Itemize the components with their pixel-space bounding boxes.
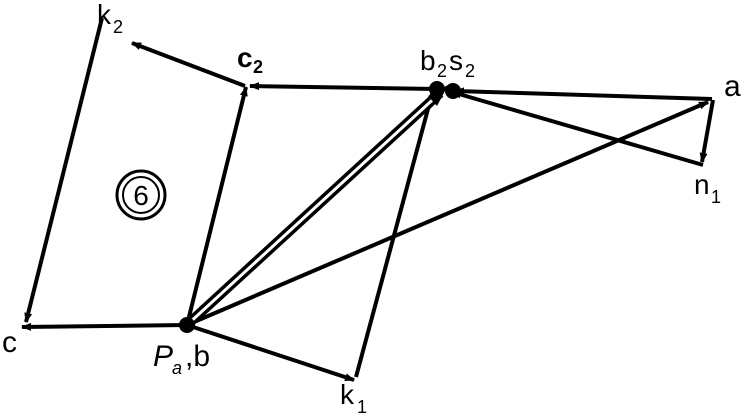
vector-c2-to-k2 (131, 41, 246, 88)
label-a: a (724, 70, 741, 103)
point-s2 (445, 83, 461, 99)
circled-number-badge: 6 (115, 169, 167, 221)
vector-pa-to-c (21, 322, 188, 331)
label-c2-sub: 2 (253, 57, 263, 77)
label-k1-sub: 1 (357, 397, 367, 416)
label-k2-sub: 2 (113, 17, 123, 37)
label-b2-sub: 2 (437, 61, 447, 81)
vector-pa-to-k1 (186, 323, 355, 382)
vector-b2-to-c2 (249, 82, 437, 91)
vector-k2-to-c (24, 17, 104, 323)
label-pa-b: P a ,b (153, 340, 210, 378)
point-pa (179, 317, 195, 333)
label-pa-main: P (153, 340, 173, 373)
circled-number-text: 6 (133, 180, 149, 211)
label-k2-main: k (97, 0, 112, 30)
label-s2-sub: 2 (465, 61, 475, 81)
vector-pa-to-a (186, 100, 709, 327)
label-k2: k 2 (97, 0, 123, 37)
label-b2-main: b (420, 45, 436, 76)
vector-n1-to-s2 (451, 90, 704, 167)
point-b2 (429, 81, 445, 97)
label-s2: s 2 (449, 45, 475, 81)
vector-pa-to-c2 (185, 86, 248, 326)
vector-a-to-n1 (699, 99, 715, 163)
label-c2-main: c (237, 42, 253, 73)
double-vector-pa-to-s2 (183, 85, 448, 329)
label-c: c (2, 326, 17, 359)
label-pa-rest: ,b (185, 340, 210, 373)
label-n1: n 1 (694, 169, 721, 207)
vector-a-to-s2 (454, 87, 713, 101)
label-k1: k 1 (340, 379, 367, 416)
label-k1-main: k (340, 379, 355, 410)
label-pa-sub: a (172, 358, 182, 378)
label-n1-sub: 1 (711, 187, 721, 207)
label-b2: b 2 (420, 45, 447, 81)
label-s2-main: s (449, 45, 463, 76)
label-n1-main: n (694, 169, 710, 200)
label-c2: c 2 (237, 42, 263, 77)
